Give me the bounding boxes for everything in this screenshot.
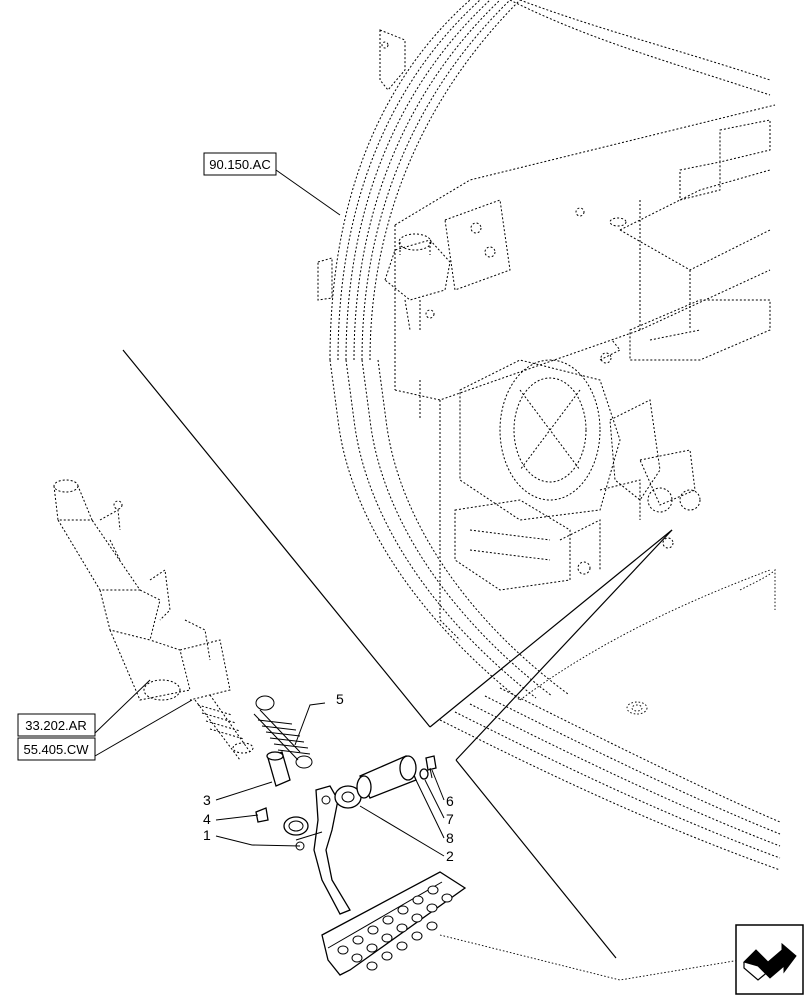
section-lines bbox=[122, 349, 673, 959]
small-washer bbox=[419, 768, 429, 780]
retaining-clip bbox=[255, 807, 269, 823]
callout-numbers: 5 3 4 1 6 7 8 2 bbox=[203, 691, 454, 864]
callout-7: 7 bbox=[446, 811, 454, 827]
ref-label-55-405-cw: 55.405.CW bbox=[23, 742, 89, 757]
callout-6: 6 bbox=[446, 793, 454, 809]
callout-2: 2 bbox=[446, 848, 454, 864]
pedal-pad bbox=[321, 871, 467, 976]
ref-label-90-150-ac: 90.150.AC bbox=[209, 157, 270, 172]
master-cylinder bbox=[53, 479, 254, 761]
clevis-pin bbox=[266, 751, 291, 787]
pedal-assembly bbox=[253, 695, 467, 976]
cab-frame bbox=[317, 0, 781, 981]
callout-4: 4 bbox=[203, 811, 211, 827]
washer bbox=[334, 785, 362, 809]
ref-box-55-405-cw[interactable]: 55.405.CW bbox=[17, 737, 96, 761]
callout-8: 8 bbox=[446, 830, 454, 846]
ref-box-90-150-ac[interactable]: 90.150.AC bbox=[203, 152, 277, 176]
return-spring bbox=[253, 695, 313, 769]
leader-lines bbox=[94, 169, 445, 857]
ref-label-33-202-ar: 33.202.AR bbox=[25, 718, 86, 733]
bolt bbox=[425, 755, 437, 779]
ref-box-33-202-ar[interactable]: 33.202.AR bbox=[17, 713, 96, 737]
callout-1: 1 bbox=[203, 827, 211, 843]
callout-3: 3 bbox=[203, 792, 211, 808]
pivot-shaft bbox=[356, 755, 417, 799]
console-housing bbox=[384, 104, 776, 641]
callout-5: 5 bbox=[336, 691, 344, 707]
next-page-arrow-icon[interactable] bbox=[735, 924, 804, 995]
pedal-bushing bbox=[283, 816, 309, 836]
